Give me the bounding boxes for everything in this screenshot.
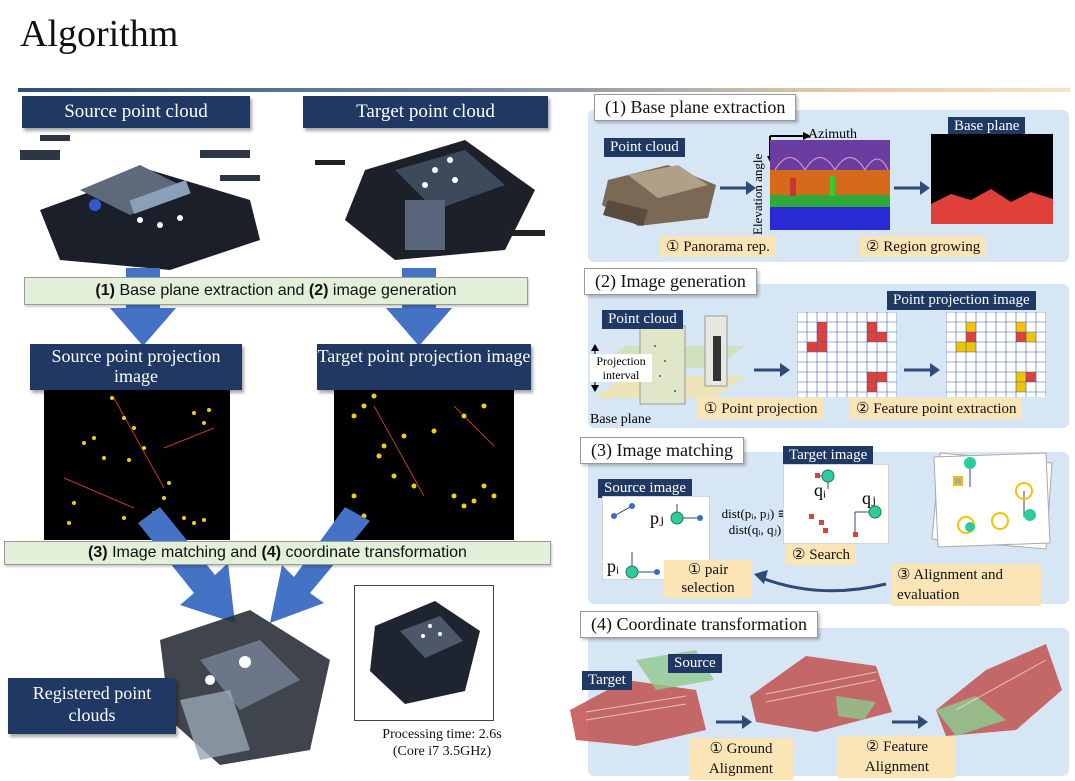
elevation-angle-label: Elevation angle bbox=[750, 153, 765, 235]
merge-arrows-icon bbox=[138, 507, 370, 623]
panorama-step-label: ① Panorama rep. bbox=[660, 236, 776, 257]
section-image-generation-header: (2) Image generation bbox=[584, 268, 757, 295]
pair-selection-step-label: ① pair selection bbox=[664, 560, 752, 598]
search-step-label: ② Search bbox=[786, 544, 857, 565]
point-qj-label: qⱼ bbox=[862, 488, 876, 508]
ground-aligned-image bbox=[750, 656, 892, 732]
point-cloud-label: Point cloud bbox=[602, 310, 683, 329]
point-qi-label: qᵢ bbox=[814, 480, 826, 500]
region-growing-step-label: ② Region growing bbox=[860, 236, 987, 257]
target-point-cloud-image bbox=[315, 140, 545, 260]
page-title: Algorithm bbox=[20, 13, 179, 55]
source-point-cloud-label: Source point cloud bbox=[22, 96, 250, 128]
right-arrow-icon bbox=[894, 181, 930, 195]
alignment-result-image bbox=[931, 452, 1053, 550]
projection-grid bbox=[797, 312, 897, 397]
right-arrow-icon bbox=[754, 363, 790, 377]
step-number: (4) bbox=[261, 544, 282, 561]
ground-alignment-step-label: ① Ground Alignment bbox=[689, 738, 793, 780]
source-projection-image bbox=[44, 388, 230, 540]
point-pj-label: pⱼ bbox=[650, 508, 664, 528]
azimuth-label: Azimuth bbox=[808, 127, 857, 142]
point-pi-label: pᵢ bbox=[607, 556, 619, 576]
step-base-plane-image-generation-bar: (1) Base plane extraction and (2) image … bbox=[24, 277, 528, 305]
point-cloud-thumbnail bbox=[602, 165, 716, 226]
target-projection-image bbox=[334, 386, 514, 540]
section-coordinate-header: (4) Coordinate transformation bbox=[580, 611, 818, 638]
source-point-cloud-image bbox=[20, 135, 260, 270]
source-image-label: Source image bbox=[598, 479, 693, 498]
base-plane-image bbox=[931, 134, 1053, 224]
point-projection-image-label: Point projection image bbox=[887, 291, 1036, 310]
point-cloud-label: Point cloud bbox=[604, 138, 685, 157]
feature-aligned-image bbox=[936, 644, 1062, 736]
right-arrow-icon bbox=[904, 363, 940, 377]
processing-time-note: Processing time: 2.6s (Core i7 3.5GHz) bbox=[366, 726, 518, 760]
registered-point-clouds-label: Registered point clouds bbox=[8, 678, 176, 734]
registered-inset-image bbox=[370, 601, 480, 704]
source-label: Source bbox=[668, 654, 722, 673]
distance-constraint: dist(pᵢ, pⱼ) ≅ dist(qᵢ, qⱼ) bbox=[716, 506, 794, 538]
section-image-matching-header: (3) Image matching bbox=[580, 437, 744, 464]
right-arrow-icon bbox=[720, 181, 756, 195]
target-label: Target bbox=[582, 671, 632, 690]
alignment-evaluation-step-label: ③ Alignment and evaluation bbox=[891, 564, 1041, 606]
processing-time: Processing time: 2.6s bbox=[382, 727, 502, 742]
target-image-label: Target image bbox=[783, 446, 874, 465]
step-number: (1) bbox=[95, 282, 115, 299]
step-text: Image matching and bbox=[112, 544, 262, 561]
feature-grid bbox=[946, 312, 1046, 397]
base-plane-label: Base plane bbox=[590, 412, 652, 427]
point-projection-step-label: ① Point projection bbox=[698, 398, 824, 419]
right-arrow-icon bbox=[716, 715, 752, 729]
projection-interval-label: Projection interval bbox=[590, 354, 652, 382]
right-arrow-icon bbox=[892, 715, 928, 729]
feature-extraction-step-label: ② Feature point extraction bbox=[850, 398, 1023, 419]
registered-inset-frame bbox=[354, 585, 494, 721]
step-number: (3) bbox=[88, 544, 108, 561]
step-text: image generation bbox=[332, 282, 457, 299]
source-projection-label: Source point projection image bbox=[30, 344, 242, 390]
step-text: Base plane extraction and bbox=[119, 282, 309, 299]
feature-alignment-step-label: ② Feature Alignment bbox=[838, 736, 956, 778]
target-projection-label: Target point projection image bbox=[317, 344, 531, 390]
section-base-plane-header: (1) Base plane extraction bbox=[594, 94, 797, 121]
step-text: coordinate transformation bbox=[285, 544, 467, 561]
step-matching-transformation-bar: (3) Image matching and (4) coordinate tr… bbox=[4, 541, 551, 565]
cpu-spec: (Core i7 3.5GHz) bbox=[392, 744, 492, 759]
target-image-panel bbox=[783, 464, 889, 544]
step-number: (2) bbox=[308, 282, 329, 299]
cycle-arrow-icon bbox=[754, 570, 887, 593]
panorama-image bbox=[770, 140, 890, 230]
title-divider bbox=[18, 88, 1070, 92]
base-plane-label: Base plane bbox=[948, 117, 1026, 136]
target-point-cloud-label: Target point cloud bbox=[303, 96, 548, 128]
registered-point-cloud-image bbox=[160, 610, 330, 765]
dist-target: dist(qᵢ, qⱼ) bbox=[728, 522, 782, 537]
dist-source: dist(pᵢ, pⱼ) ≅ bbox=[721, 506, 789, 521]
